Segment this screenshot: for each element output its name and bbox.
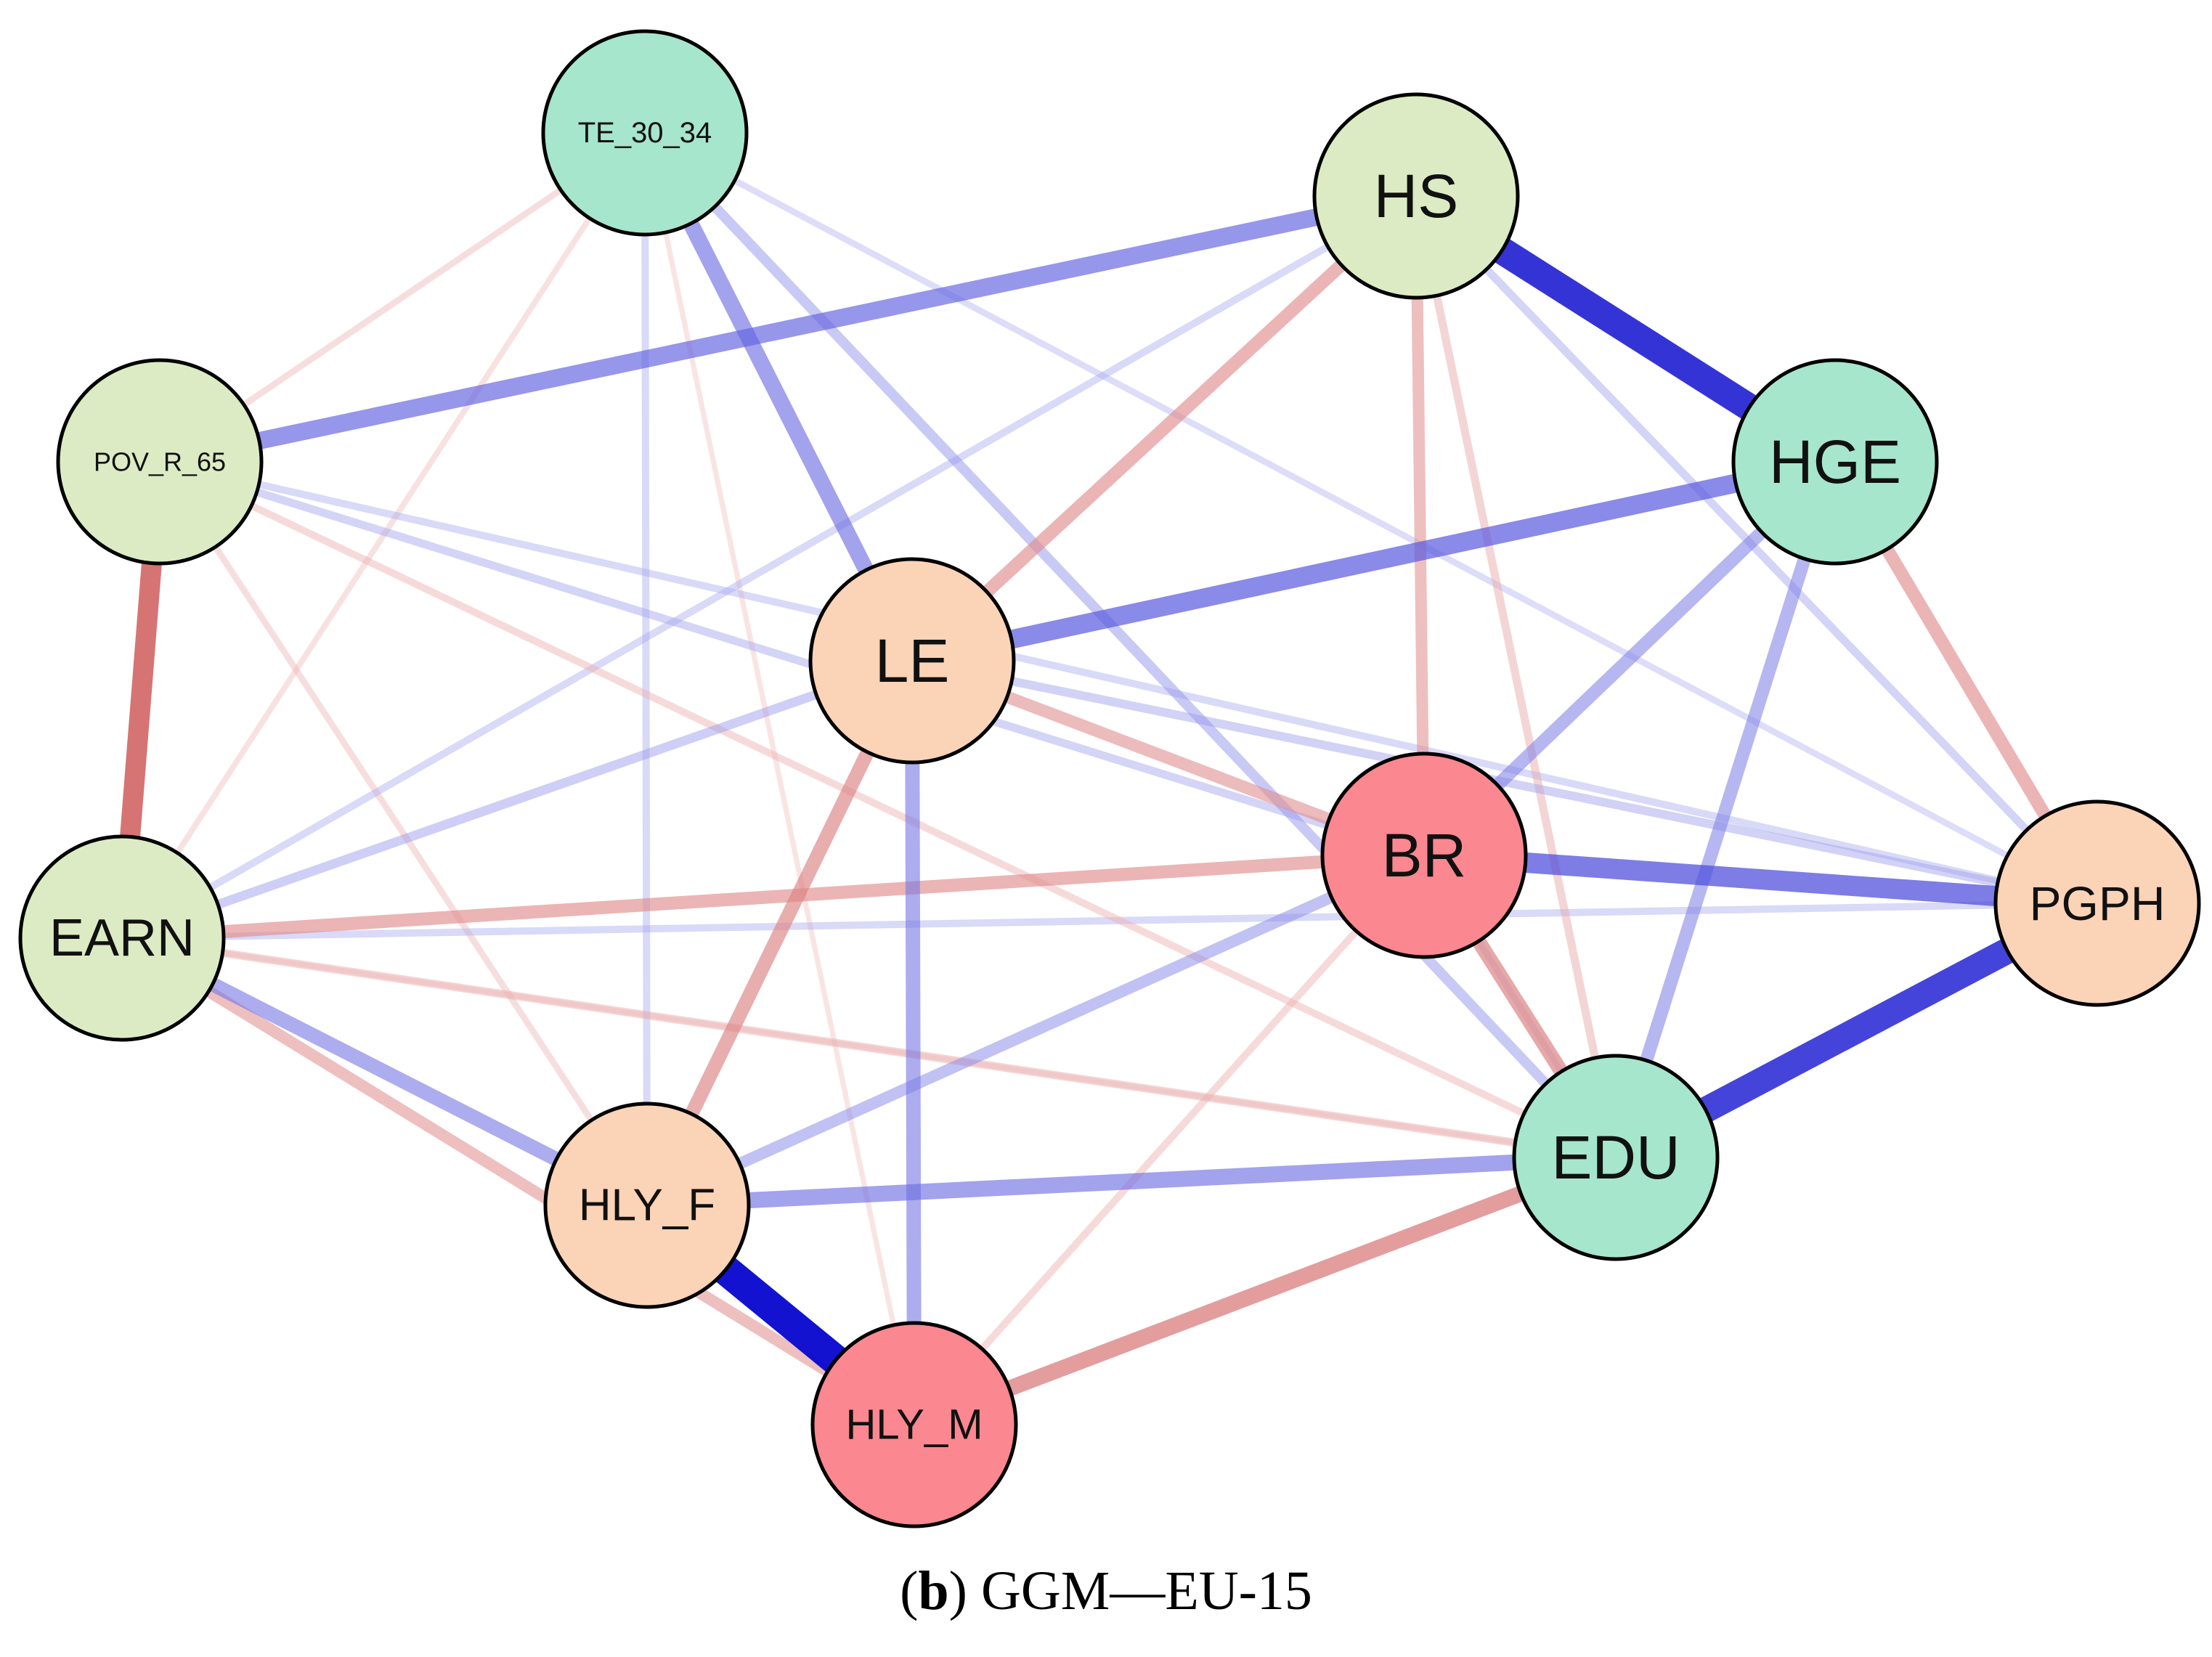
node-circle-hs <box>1312 92 1520 300</box>
node-label-earn: EARN <box>49 909 195 967</box>
node-circle-pov-r-65 <box>56 358 264 566</box>
edge-earn-edu <box>121 934 1617 1162</box>
edge-hly-f-edu <box>646 1149 1617 1213</box>
edge-hs-le <box>907 191 1421 666</box>
edge-br-hly-f <box>644 850 1427 1211</box>
edge-earn-hly-m <box>118 933 918 1430</box>
edge-pov-r-65-hly-f <box>157 460 650 1208</box>
edge-hge-edu <box>1609 460 1842 1160</box>
node-circle-te-30-34 <box>541 29 749 237</box>
node-label-pgph: PGPH <box>2029 876 2165 930</box>
caption-panel-letter: b <box>918 1560 949 1621</box>
node-label-pov-r-65: POV_R_65 <box>94 447 226 477</box>
node-label-le: LE <box>875 627 950 695</box>
edge-hs-edu <box>1412 195 1620 1159</box>
edge-br-hly-m <box>911 852 1427 1428</box>
edge-pov-r-65-pgph <box>158 458 2099 907</box>
node-te-30-34: TE_30_34 <box>541 29 749 237</box>
edge-le-earn <box>120 656 914 943</box>
caption-text: GGM—EU-15 <box>980 1560 1312 1621</box>
edge-pov-r-65-edu <box>158 458 1618 1161</box>
edges-layer <box>112 129 2104 1437</box>
figure-caption: (b) GGM—EU-15 <box>900 1560 1312 1621</box>
edge-hs-br <box>1410 195 1430 856</box>
edge-te-30-34-edu <box>641 129 1620 1161</box>
edge-te-30-34-hly-f <box>641 132 651 1206</box>
node-circle-edu <box>1512 1054 1720 1261</box>
edge-br-pgph <box>1423 845 2098 913</box>
node-label-hly-f: HLY_F <box>579 1181 715 1231</box>
edge-hs-earn <box>120 192 1418 942</box>
node-circle-br <box>1320 752 1528 959</box>
node-hly-m: HLY_M <box>810 1321 1018 1528</box>
node-circle-le <box>808 557 1016 765</box>
node-circle-hge <box>1731 358 1939 566</box>
edge-edu-hly-m <box>911 1149 1619 1433</box>
node-earn: EARN <box>18 834 226 1042</box>
node-label-br: BR <box>1382 821 1467 889</box>
node-circle-earn <box>18 834 226 1042</box>
node-label-hly-m: HLY_M <box>845 1401 983 1449</box>
node-hge: HGE <box>1731 358 1939 566</box>
edge-le-hge <box>910 452 1837 670</box>
edge-earn-br <box>121 849 1425 945</box>
node-pgph: PGPH <box>1993 799 2201 1007</box>
edge-pov-r-65-hs <box>158 187 1418 471</box>
node-le: LE <box>808 557 1016 765</box>
node-circle-hly-m <box>810 1321 1018 1528</box>
edge-hs-pgph <box>1412 193 2101 906</box>
node-edu: EDU <box>1512 1054 1720 1261</box>
node-br: BR <box>1320 752 1528 959</box>
node-label-te-30-34: TE_30_34 <box>578 117 712 149</box>
edge-te-30-34-pgph <box>643 130 2099 906</box>
node-label-edu: EDU <box>1551 1123 1680 1192</box>
node-circle-hly-f <box>543 1102 751 1309</box>
node-pov-r-65: POV_R_65 <box>56 358 264 566</box>
node-hly-f: HLY_F <box>543 1102 751 1309</box>
node-label-hs: HS <box>1374 162 1459 230</box>
node-circle-pgph <box>1993 799 2201 1007</box>
node-label-hge: HGE <box>1769 428 1901 496</box>
edge-te-30-34-earn <box>119 131 648 940</box>
edge-earn-pgph <box>121 900 2098 942</box>
edge-le-hly-m <box>905 660 922 1425</box>
edge-pov-r-65-br <box>158 457 1426 860</box>
node-hs: HS <box>1312 92 1520 300</box>
